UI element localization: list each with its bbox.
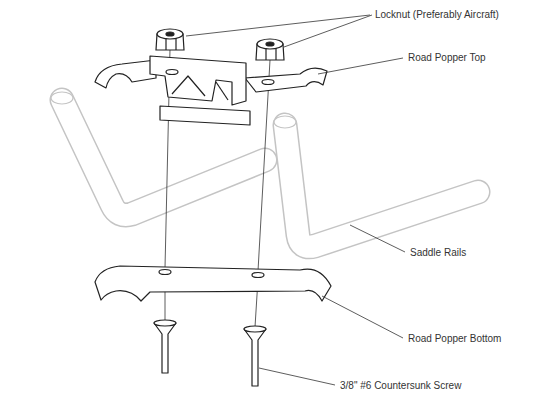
road-popper-bottom bbox=[95, 266, 331, 301]
part-label: Road Popper Bottom bbox=[408, 333, 501, 345]
leader-lines bbox=[186, 15, 405, 385]
part-label: 3/8" #6 Countersunk Screw bbox=[340, 380, 461, 392]
part-label: Locknut (Preferably Aircraft) bbox=[375, 9, 499, 21]
part-label: Saddle Rails bbox=[410, 247, 466, 259]
part-label: Road Popper Top bbox=[408, 52, 486, 64]
road-popper-top bbox=[95, 56, 327, 125]
saddle-rails bbox=[51, 92, 478, 247]
countersunk-screws bbox=[154, 320, 266, 386]
locknuts bbox=[156, 29, 284, 60]
